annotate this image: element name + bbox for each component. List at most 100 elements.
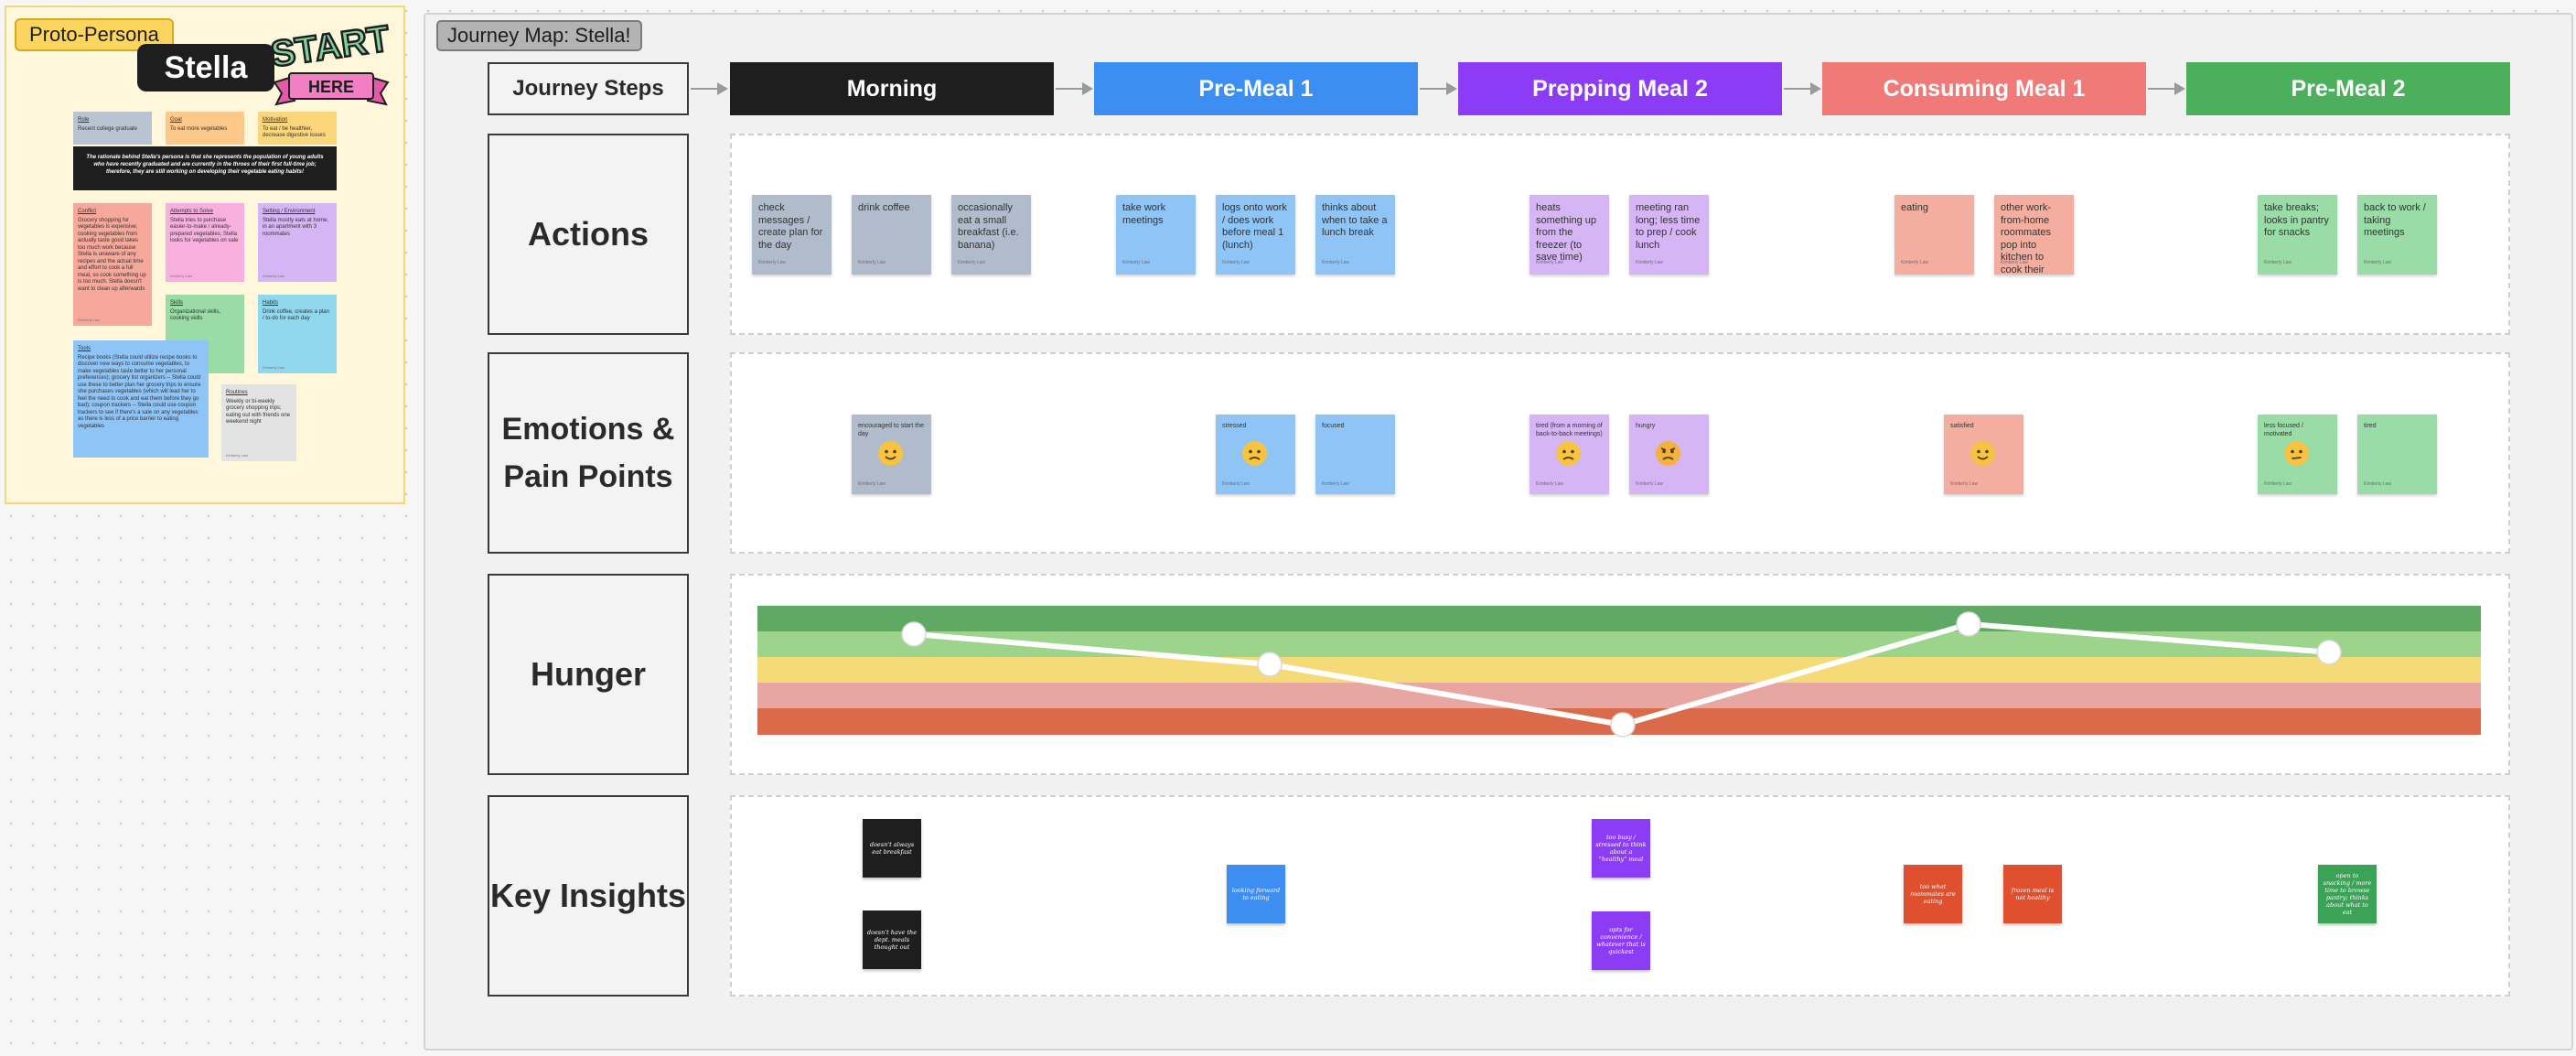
action-sticky-note[interactable]: heats something up from the freezer (to … bbox=[1530, 195, 1609, 275]
svg-text:HERE: HERE bbox=[308, 78, 354, 96]
emotion-sticky-note[interactable]: tired (from a morning of back-to-back me… bbox=[1530, 415, 1609, 494]
hunger-band bbox=[757, 683, 2481, 709]
emotions-lane bbox=[730, 352, 2510, 554]
journey-map-title-tag[interactable]: Journey Map: Stella! bbox=[436, 20, 642, 51]
step-connector-line bbox=[2148, 88, 2175, 90]
journey-step-consuming-meal-1[interactable]: Consuming Meal 1 bbox=[1822, 62, 2146, 115]
insight-sticky-note[interactable]: opts for convenience / whatever that is … bbox=[1592, 911, 1650, 970]
row-label-journey-steps: Journey Steps bbox=[488, 62, 689, 115]
note-author: Kimberly Law bbox=[2264, 259, 2292, 265]
hunger-point[interactable] bbox=[1257, 652, 1283, 677]
row-label-actions: Actions bbox=[488, 134, 689, 335]
journey-step-pre-meal-2[interactable]: Pre-Meal 2 bbox=[2186, 62, 2510, 115]
note-author: Kimberly Law bbox=[1222, 481, 1250, 487]
note-author: Kimberly Law bbox=[1636, 259, 1664, 265]
hunger-point[interactable] bbox=[2316, 640, 2342, 665]
hunger-band bbox=[757, 606, 2481, 632]
hunger-band bbox=[757, 657, 2481, 684]
note-author: Kimberly Law bbox=[858, 481, 886, 487]
start-here-sticker-icon: START HERE bbox=[267, 17, 393, 106]
note-author: Kimberly Law bbox=[758, 259, 787, 265]
note-author: Kimberly Law bbox=[1536, 259, 1564, 265]
journey-step-prepping-meal-2[interactable]: Prepping Meal 2 bbox=[1458, 62, 1782, 115]
smile-face-icon bbox=[1970, 440, 1996, 467]
arrow-right-icon bbox=[1810, 82, 1821, 95]
journey-step-morning[interactable]: Morning bbox=[730, 62, 1054, 115]
step-connector-line bbox=[691, 88, 718, 90]
insight-sticky-note[interactable]: open to snacking / more time to browse p… bbox=[2318, 865, 2377, 923]
worried-face-icon bbox=[1555, 440, 1582, 467]
note-author: Kimberly Law bbox=[1322, 481, 1350, 487]
neutral-face-icon bbox=[2283, 440, 2310, 467]
action-sticky-note[interactable]: meeting ran long; less time to prep / co… bbox=[1629, 195, 1709, 275]
persona-rationale-note[interactable]: The rationale behind Stella's persona is… bbox=[73, 146, 337, 190]
note-author: Kimberly Law bbox=[2364, 481, 2392, 487]
insight-sticky-note[interactable]: doesn't have the dept. meals thought out bbox=[863, 911, 921, 969]
step-connector-line bbox=[1784, 88, 1811, 90]
note-author: Kimberly Law bbox=[1122, 259, 1151, 265]
insight-sticky-note[interactable]: too what roommates are eating bbox=[1904, 865, 1962, 923]
note-author: Kimberly Law bbox=[958, 259, 986, 265]
note-author: Kimberly Law bbox=[1950, 481, 1979, 487]
step-connector-line bbox=[1420, 88, 1447, 90]
angry-face-icon bbox=[1655, 440, 1681, 467]
hunger-point[interactable] bbox=[901, 621, 927, 647]
svg-text:START: START bbox=[268, 18, 392, 75]
row-label-hunger: Hunger bbox=[488, 574, 689, 775]
note-author: Kimberly Law bbox=[2001, 259, 2029, 265]
note-author: Kimberly Law bbox=[2264, 481, 2292, 487]
row-label-key-insights: Key Insights bbox=[488, 795, 689, 997]
worried-face-icon bbox=[1241, 440, 1268, 467]
note-author: Kimberly Law bbox=[1536, 481, 1564, 487]
journey-step-pre-meal-1[interactable]: Pre-Meal 1 bbox=[1094, 62, 1418, 115]
hunger-line-chart bbox=[757, 606, 2481, 738]
arrow-right-icon bbox=[717, 82, 728, 95]
persona-name-banner: Stella bbox=[137, 44, 274, 92]
arrow-right-icon bbox=[1446, 82, 1457, 95]
note-author: Kimberly Law bbox=[858, 259, 886, 265]
insight-sticky-note[interactable]: frozen meal is not healthy bbox=[2003, 865, 2062, 923]
hunger-point[interactable] bbox=[1610, 712, 1636, 738]
note-author: Kimberly Law bbox=[1322, 259, 1350, 265]
insight-sticky-note[interactable]: doesn't always eat breakfast bbox=[863, 819, 921, 878]
hunger-point[interactable] bbox=[1956, 611, 1981, 637]
action-sticky-note[interactable]: other work-from-home roommates pop into … bbox=[1994, 195, 2074, 275]
insight-sticky-note[interactable]: looking forward to eating bbox=[1227, 865, 1285, 923]
action-sticky-note[interactable]: occasionally eat a small breakfast (i.e.… bbox=[951, 195, 1031, 275]
note-author: Kimberly Law bbox=[1901, 259, 1929, 265]
note-author: Kimberly Law bbox=[1636, 481, 1664, 487]
row-label-emotions: Emotions & Pain Points bbox=[488, 352, 689, 554]
note-author: Kimberly Law bbox=[1222, 259, 1250, 265]
note-author: Kimberly Law bbox=[2364, 259, 2392, 265]
insight-sticky-note[interactable]: too busy / stressed to think about a "he… bbox=[1592, 819, 1650, 878]
action-sticky-note[interactable]: check messages / create plan for the day… bbox=[752, 195, 832, 275]
arrow-right-icon bbox=[2174, 82, 2185, 95]
smile-face-icon bbox=[877, 440, 904, 467]
action-sticky-note[interactable]: logs onto work / does work before meal 1… bbox=[1216, 195, 1295, 275]
proto-persona-tag[interactable]: Proto-Persona bbox=[15, 18, 174, 51]
arrow-right-icon bbox=[1082, 82, 1093, 95]
step-connector-line bbox=[1056, 88, 1083, 90]
